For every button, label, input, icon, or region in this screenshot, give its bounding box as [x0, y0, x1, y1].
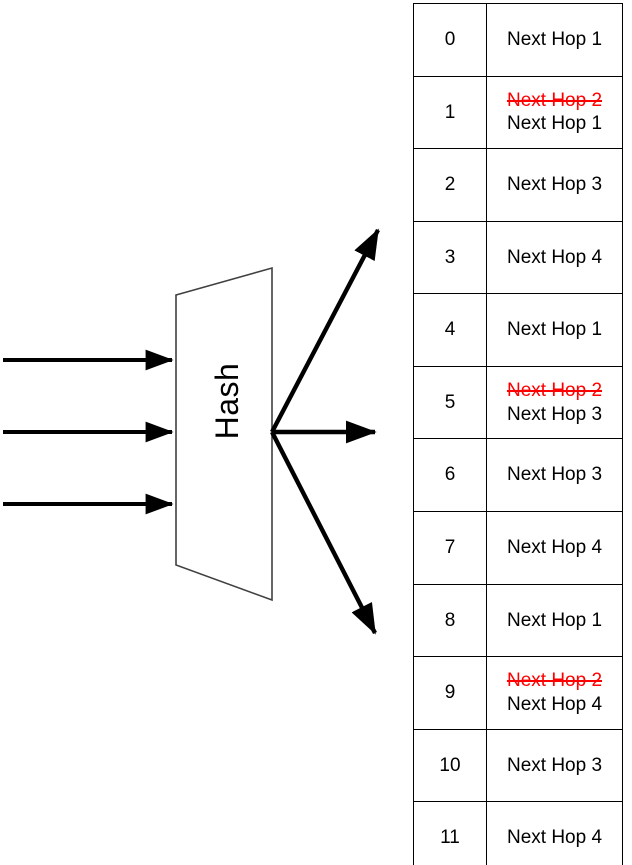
- next-hop-cell: Next Hop 1: [486, 3, 623, 77]
- hash-box-shape: [175, 266, 273, 602]
- active-next-hop-label: Next Hop 4: [506, 537, 603, 559]
- active-next-hop-label: Next Hop 1: [506, 113, 603, 135]
- bucket-index-cell: 10: [413, 728, 487, 803]
- next-hop-cell: Next Hop 4: [486, 801, 623, 865]
- table-row: 10 Next Hop 3: [413, 728, 623, 803]
- next-hop-cell: Next Hop 4: [486, 511, 623, 585]
- bucket-index-cell: 1: [413, 75, 487, 150]
- next-hop-cell: Next Hop 3: [486, 728, 623, 803]
- table-row: 6 Next Hop 3: [413, 438, 623, 513]
- active-next-hop-label: Next Hop 1: [506, 29, 603, 51]
- table-row: 0 Next Hop 1: [413, 3, 623, 77]
- removed-next-hop-label: Next Hop 2: [506, 670, 603, 692]
- bucket-index-cell: 2: [413, 148, 487, 222]
- removed-next-hop-label: Next Hop 2: [506, 380, 603, 402]
- hash-box-label: Hash: [209, 362, 245, 440]
- active-next-hop-label: Next Hop 1: [506, 319, 603, 341]
- removed-next-hop-label: Next Hop 2: [506, 89, 603, 111]
- bucket-index-cell: 8: [413, 583, 487, 658]
- bucket-index-cell: 6: [413, 438, 487, 513]
- next-hop-cell: Next Hop 3: [486, 148, 623, 222]
- active-next-hop-label: Next Hop 3: [506, 754, 603, 776]
- active-next-hop-label: Next Hop 3: [506, 403, 603, 425]
- table-row: 11 Next Hop 4: [413, 801, 623, 865]
- output-flow-down-arrow: [270, 430, 377, 635]
- bucket-index-cell: 3: [413, 220, 487, 295]
- next-hop-cell: Next Hop 1: [486, 583, 623, 658]
- next-hop-cell: Next Hop 1: [486, 293, 623, 367]
- active-next-hop-label: Next Hop 1: [506, 609, 603, 631]
- active-next-hop-label: Next Hop 4: [506, 827, 603, 849]
- table-row: 8 Next Hop 1: [413, 583, 623, 658]
- active-next-hop-label: Next Hop 4: [506, 246, 603, 268]
- next-hop-cell: Next Hop 4: [486, 220, 623, 295]
- table-row: 4 Next Hop 1: [413, 293, 623, 367]
- active-next-hop-label: Next Hop 4: [506, 693, 603, 715]
- bucket-index-cell: 4: [413, 293, 487, 367]
- next-hop-cell: Next Hop 3: [486, 438, 623, 513]
- bucket-index-cell: 7: [413, 511, 487, 585]
- table-row: 3 Next Hop 4: [413, 220, 623, 295]
- table-row: 2 Next Hop 3: [413, 148, 623, 222]
- bucket-index-cell: 0: [413, 3, 487, 77]
- active-next-hop-label: Next Hop 3: [506, 174, 603, 196]
- active-next-hop-label: Next Hop 3: [506, 464, 603, 486]
- bucket-index-cell: 9: [413, 656, 487, 730]
- output-flow-up-arrow: [270, 228, 380, 434]
- bucket-index-cell: 11: [413, 801, 487, 865]
- bucket-index-cell: 5: [413, 365, 487, 440]
- table-row: 7 Next Hop 4: [413, 511, 623, 585]
